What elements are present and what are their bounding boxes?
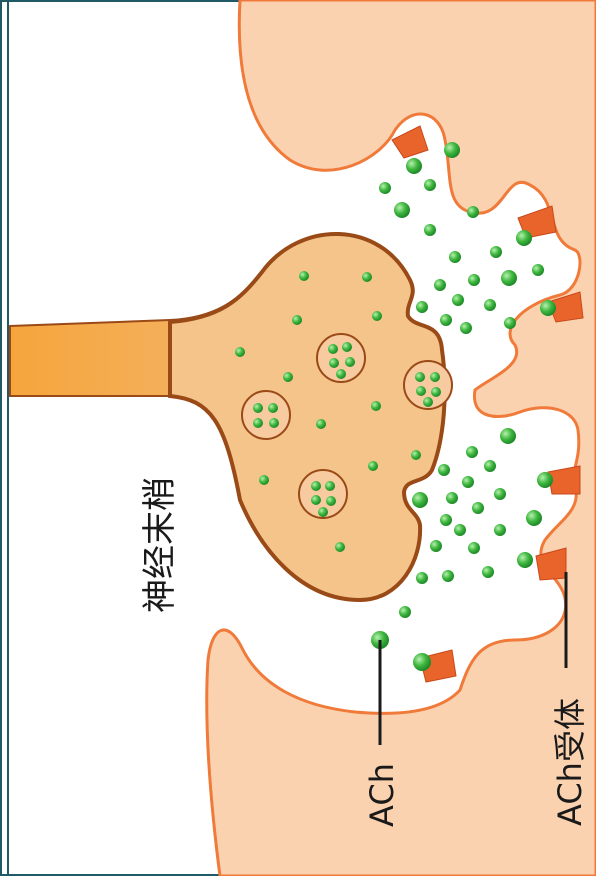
ach-molecule-icon (311, 495, 321, 505)
ach-molecule-icon (406, 158, 422, 174)
ach-molecule-icon (472, 502, 484, 514)
ach-molecule-icon (454, 524, 466, 536)
ach-molecule-icon (269, 418, 279, 428)
ach-molecule-icon (452, 294, 464, 306)
ach-label: ACh (363, 763, 401, 827)
ach-molecule-icon (399, 606, 411, 618)
ach-molecule-icon (328, 344, 338, 354)
ach-molecule-icon (540, 300, 556, 316)
ach-molecule-icon (394, 202, 410, 218)
ach-molecule-icon (430, 540, 442, 552)
ach-molecule-icon (253, 418, 263, 428)
ach-molecule-icon (412, 492, 428, 508)
ach-molecule-icon (468, 542, 480, 554)
ach-molecule-icon (526, 510, 542, 526)
ach-molecule-icon (444, 142, 460, 158)
ach-molecule-icon (416, 301, 428, 313)
ach-molecule-icon (413, 653, 431, 671)
ach-molecule-icon (416, 572, 428, 584)
ach-molecule-icon (468, 274, 480, 286)
ach-molecule-icon (235, 347, 245, 357)
receptor-icon (392, 126, 428, 158)
ach-molecule-icon (259, 475, 269, 485)
ach-molecule-icon (342, 342, 352, 352)
ach-molecule-icon (430, 372, 440, 382)
ach-molecule-icon (362, 272, 372, 282)
ach-molecule-icon (326, 496, 336, 506)
nerve-terminal (170, 234, 445, 600)
ach-molecule-icon (484, 299, 496, 311)
ach-molecule-icon (318, 507, 328, 517)
ach-molecule-icon (368, 461, 378, 471)
ach-molecule-icon (440, 314, 452, 326)
nerve-terminal-label: 神经末梢 (140, 477, 180, 613)
ach-molecule-icon (517, 552, 533, 568)
ach-molecule-icon (299, 271, 309, 281)
ach-molecule-icon (446, 492, 458, 504)
ach-molecule-icon (460, 322, 472, 334)
ach-molecule-icon (316, 419, 326, 429)
ach-molecule-icon (371, 401, 381, 411)
ach-molecule-icon (335, 542, 345, 552)
ach-molecule-icon (411, 450, 421, 460)
ach-molecule-icon (329, 358, 339, 368)
ach-molecule-icon (311, 481, 321, 491)
ach-molecule-icon (423, 397, 433, 407)
ach-molecule-icon (379, 182, 391, 194)
ach-molecule-icon (424, 224, 436, 236)
ach-molecule-icon (283, 372, 293, 382)
ach-molecule-icon (449, 251, 461, 263)
ach-molecule-icon (292, 315, 302, 325)
ach-receptor-label: ACh受体 (551, 698, 589, 826)
ach-molecule-icon (372, 311, 382, 321)
ach-molecule-icon (516, 230, 532, 246)
ach-molecule-icon (494, 524, 506, 536)
ach-molecule-icon (467, 206, 479, 218)
ach-molecule-icon (500, 428, 516, 444)
ach-molecule-icon (462, 476, 474, 488)
ach-molecule-icon (438, 464, 450, 476)
ach-molecule-icon (424, 179, 436, 191)
ach-molecule-icon (537, 472, 553, 488)
ach-molecule-icon (440, 514, 452, 526)
vesicle-icon (242, 391, 290, 439)
ach-molecule-icon (253, 403, 263, 413)
ach-molecule-icon (415, 372, 425, 382)
ach-molecule-icon (501, 270, 517, 286)
ach-molecule-icon (484, 460, 496, 472)
ach-molecule-icon (345, 357, 355, 367)
ach-molecule-icon (325, 481, 335, 491)
ach-molecule-icon (494, 488, 506, 500)
ach-molecule-icon (482, 566, 494, 578)
ach-molecule-icon (532, 264, 544, 276)
ach-molecule-icon (416, 386, 426, 396)
ach-molecule-icon (442, 570, 454, 582)
ach-molecule-icon (434, 279, 446, 291)
ach-molecule-icon (504, 317, 516, 329)
ach-molecule-icon (336, 369, 346, 379)
ach-molecule-icon (431, 387, 441, 397)
ach-molecule-icon (268, 403, 278, 413)
ach-molecule-icon (490, 246, 502, 258)
ach-molecule-icon (466, 446, 478, 458)
